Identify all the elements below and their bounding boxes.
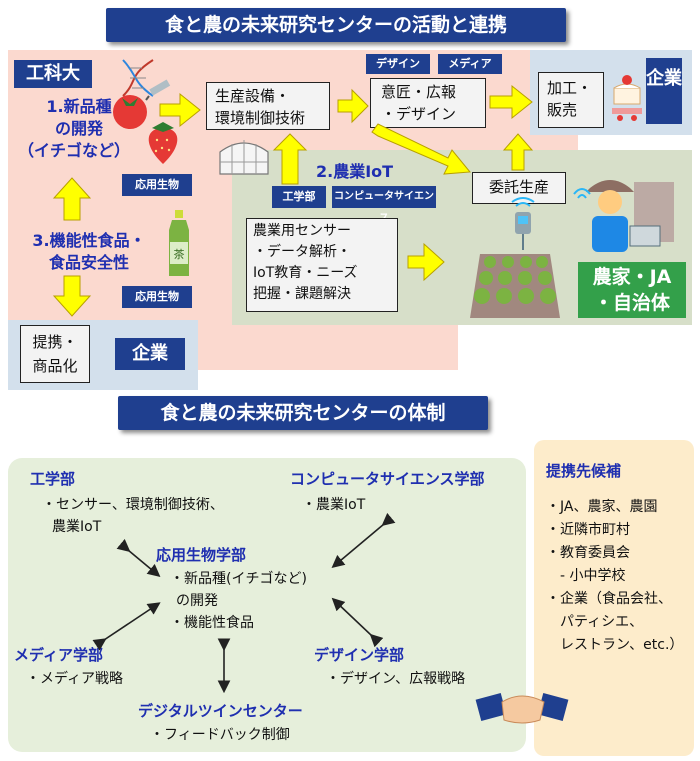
cabbage-field-icon <box>470 254 560 318</box>
arrow-up-iot <box>272 133 308 185</box>
dept-engineering: 工学部 <box>30 470 76 488</box>
dept-digital-twin: デジタルツインセンター <box>138 702 303 720</box>
farmer-ja-badge: 農家・JA・自治体 <box>578 262 686 318</box>
dept-applied-biology: 応用生物学部 <box>156 546 247 564</box>
syringe-icon <box>145 79 171 101</box>
company-tag-bottom: 企業 <box>115 338 185 370</box>
dept-computer-science: コンピュータサイエンス学部 <box>290 470 485 488</box>
dept-design-items: ・デザイン、広報戦略 <box>326 671 466 687</box>
arrow-up-contract <box>502 133 534 171</box>
svg-text:茶: 茶 <box>174 248 185 261</box>
page-title: 食と農の未来研究センターの活動と連携 <box>106 8 566 42</box>
arrow-right-1 <box>159 92 201 128</box>
dept-bio-items: ・新品種(イチゴなど)の開発・機能性食品 <box>170 571 307 631</box>
farmer-icon <box>573 180 674 252</box>
dept-design: デザイン学部 <box>314 646 405 664</box>
arrows-layer <box>52 84 534 317</box>
tomato-icon <box>113 95 147 129</box>
dna-icon <box>122 59 154 97</box>
arrow-cs-bio <box>331 512 396 569</box>
arrow-right-2 <box>337 88 369 124</box>
company-tag-top: 企業 <box>646 58 682 124</box>
box-production-equipment: 生産設備・環境制御技術 <box>206 82 330 130</box>
item-new-variety: 1.新品種の開発（イチゴなど） <box>17 97 130 160</box>
media-label: メディア <box>438 54 502 74</box>
dept-media: メディア学部 <box>14 646 103 664</box>
box-design-pr: 意匠・広報・デザイン <box>370 78 486 128</box>
arrow-up-bio <box>52 177 92 221</box>
university-tag: 工科大 <box>14 60 92 88</box>
structure-title: 食と農の未来研究センターの体制 <box>118 396 488 430</box>
dept-cs-items: ・農業IoT <box>302 497 366 513</box>
strawberry-icon <box>148 122 178 164</box>
partners-list: ・JA、農家、農園 ・近隣市町村 ・教育委員会 - 小中学校 ・企業（食品会社、… <box>546 499 684 653</box>
arrow-design-bio <box>331 597 384 648</box>
applied-bio-label-2: 応用生物 <box>122 286 192 308</box>
tea-bottle-icon: 茶 <box>169 210 189 276</box>
arrow-right-3 <box>489 84 533 120</box>
box-commercialization: 提携・商品化 <box>20 325 90 383</box>
applied-bio-label-1: 応用生物 <box>122 174 192 196</box>
eng-label: 工学部 <box>272 186 326 208</box>
arrow-media-bio <box>92 602 161 651</box>
arrow-down-bio <box>52 275 92 317</box>
item-agri-iot: 2.農業IoT <box>316 162 394 181</box>
item-functional-food: 3.機能性食品・食品安全性 <box>32 231 146 272</box>
cake-icon <box>612 75 642 121</box>
design-label: デザイン <box>366 54 430 74</box>
arrow-diagonal <box>371 123 471 175</box>
partners-title: 提携先候補 <box>546 462 622 480</box>
sensor-icon <box>511 197 535 250</box>
dept-media-items: ・メディア戦略 <box>26 671 124 687</box>
box-processing-sales: 加工・販売 <box>538 72 604 128</box>
dept-engineering-items: ・センサー、環境制御技術、農業IoT <box>42 497 224 535</box>
handshake-icon <box>475 693 569 724</box>
arrow-right-sensor <box>407 242 445 282</box>
box-sensor-data: 農業用センサー・データ解析・ IoT教育・ニーズ把握・課題解決 <box>246 218 398 312</box>
greenhouse-icon <box>219 140 269 175</box>
dept-digital-items: ・フィードバック制御 <box>150 727 290 743</box>
arrow-eng-bio <box>116 538 161 578</box>
